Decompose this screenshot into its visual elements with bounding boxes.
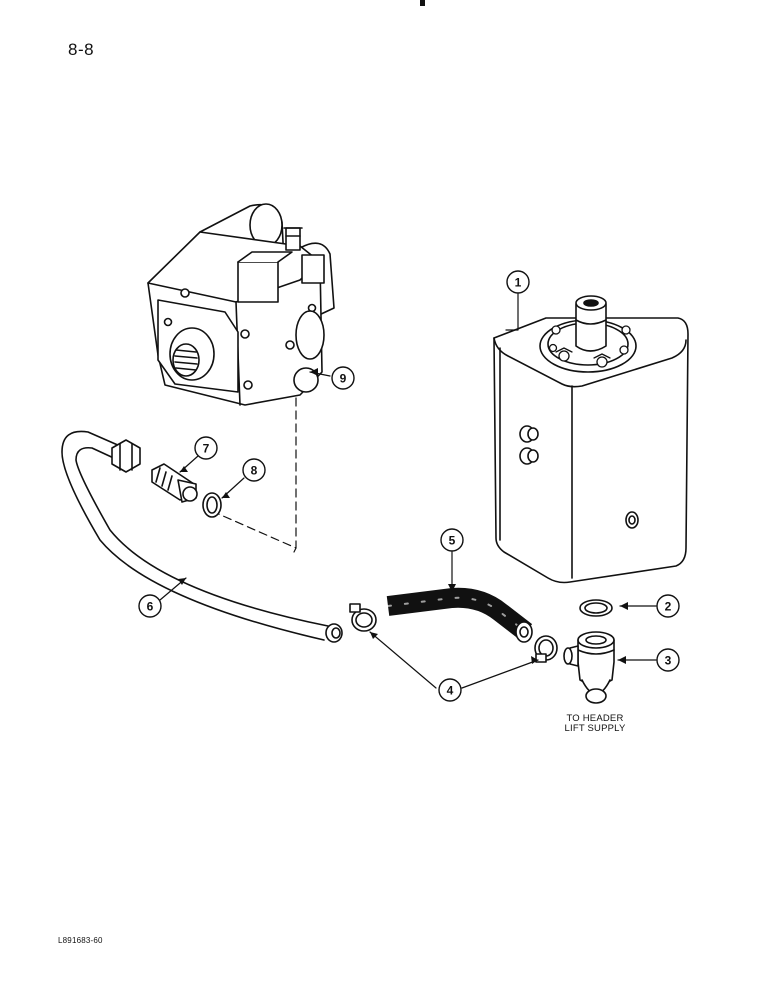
- callout-9: 9: [331, 366, 355, 390]
- callout-4: 4: [438, 678, 462, 702]
- callout-2-label: 2: [665, 600, 672, 614]
- page-number: 8-8: [68, 40, 95, 59]
- callout-2: 2: [656, 594, 680, 618]
- callout-1-label: 1: [515, 276, 522, 290]
- figure-code: L891683-60: [58, 936, 103, 945]
- callout-6: 6: [138, 594, 162, 618]
- hose: [386, 587, 533, 643]
- callout-7-label: 7: [203, 442, 210, 456]
- hydraulic-pump: [147, 203, 335, 406]
- callout-3: 3: [656, 648, 680, 672]
- hydraulic-reservoir: [493, 295, 689, 584]
- callout-1: 1: [506, 270, 530, 294]
- note-line-2: LIFT SUPPLY: [564, 723, 626, 734]
- callout-9-label: 9: [340, 372, 347, 386]
- note-line-1: TO HEADER: [566, 713, 624, 724]
- suction-tube: [61, 430, 343, 643]
- o-ring-8-inner: [206, 496, 218, 514]
- header-lift-note: TO HEADER LIFT SUPPLY: [540, 714, 650, 734]
- leader-arrowheads: [178, 368, 628, 664]
- callout-8-label: 8: [251, 464, 258, 478]
- callout-7: 7: [194, 436, 218, 460]
- hose-clamp-left: [349, 603, 377, 632]
- callout-3-label: 3: [665, 654, 672, 668]
- o-ring-2-inner: [584, 602, 608, 614]
- tee-fitting: [563, 631, 615, 704]
- callout-5-label: 5: [449, 534, 456, 548]
- assembly-lines: [213, 397, 297, 553]
- callout-4-label: 4: [447, 684, 454, 698]
- callout-5: 5: [440, 528, 464, 552]
- o-ring-8: [202, 492, 222, 518]
- top-edge-mark: [420, 0, 425, 6]
- callout-6-label: 6: [147, 600, 154, 614]
- connector: [151, 463, 198, 503]
- callout-8: 8: [242, 458, 266, 482]
- hose-clamp-right: [534, 635, 558, 663]
